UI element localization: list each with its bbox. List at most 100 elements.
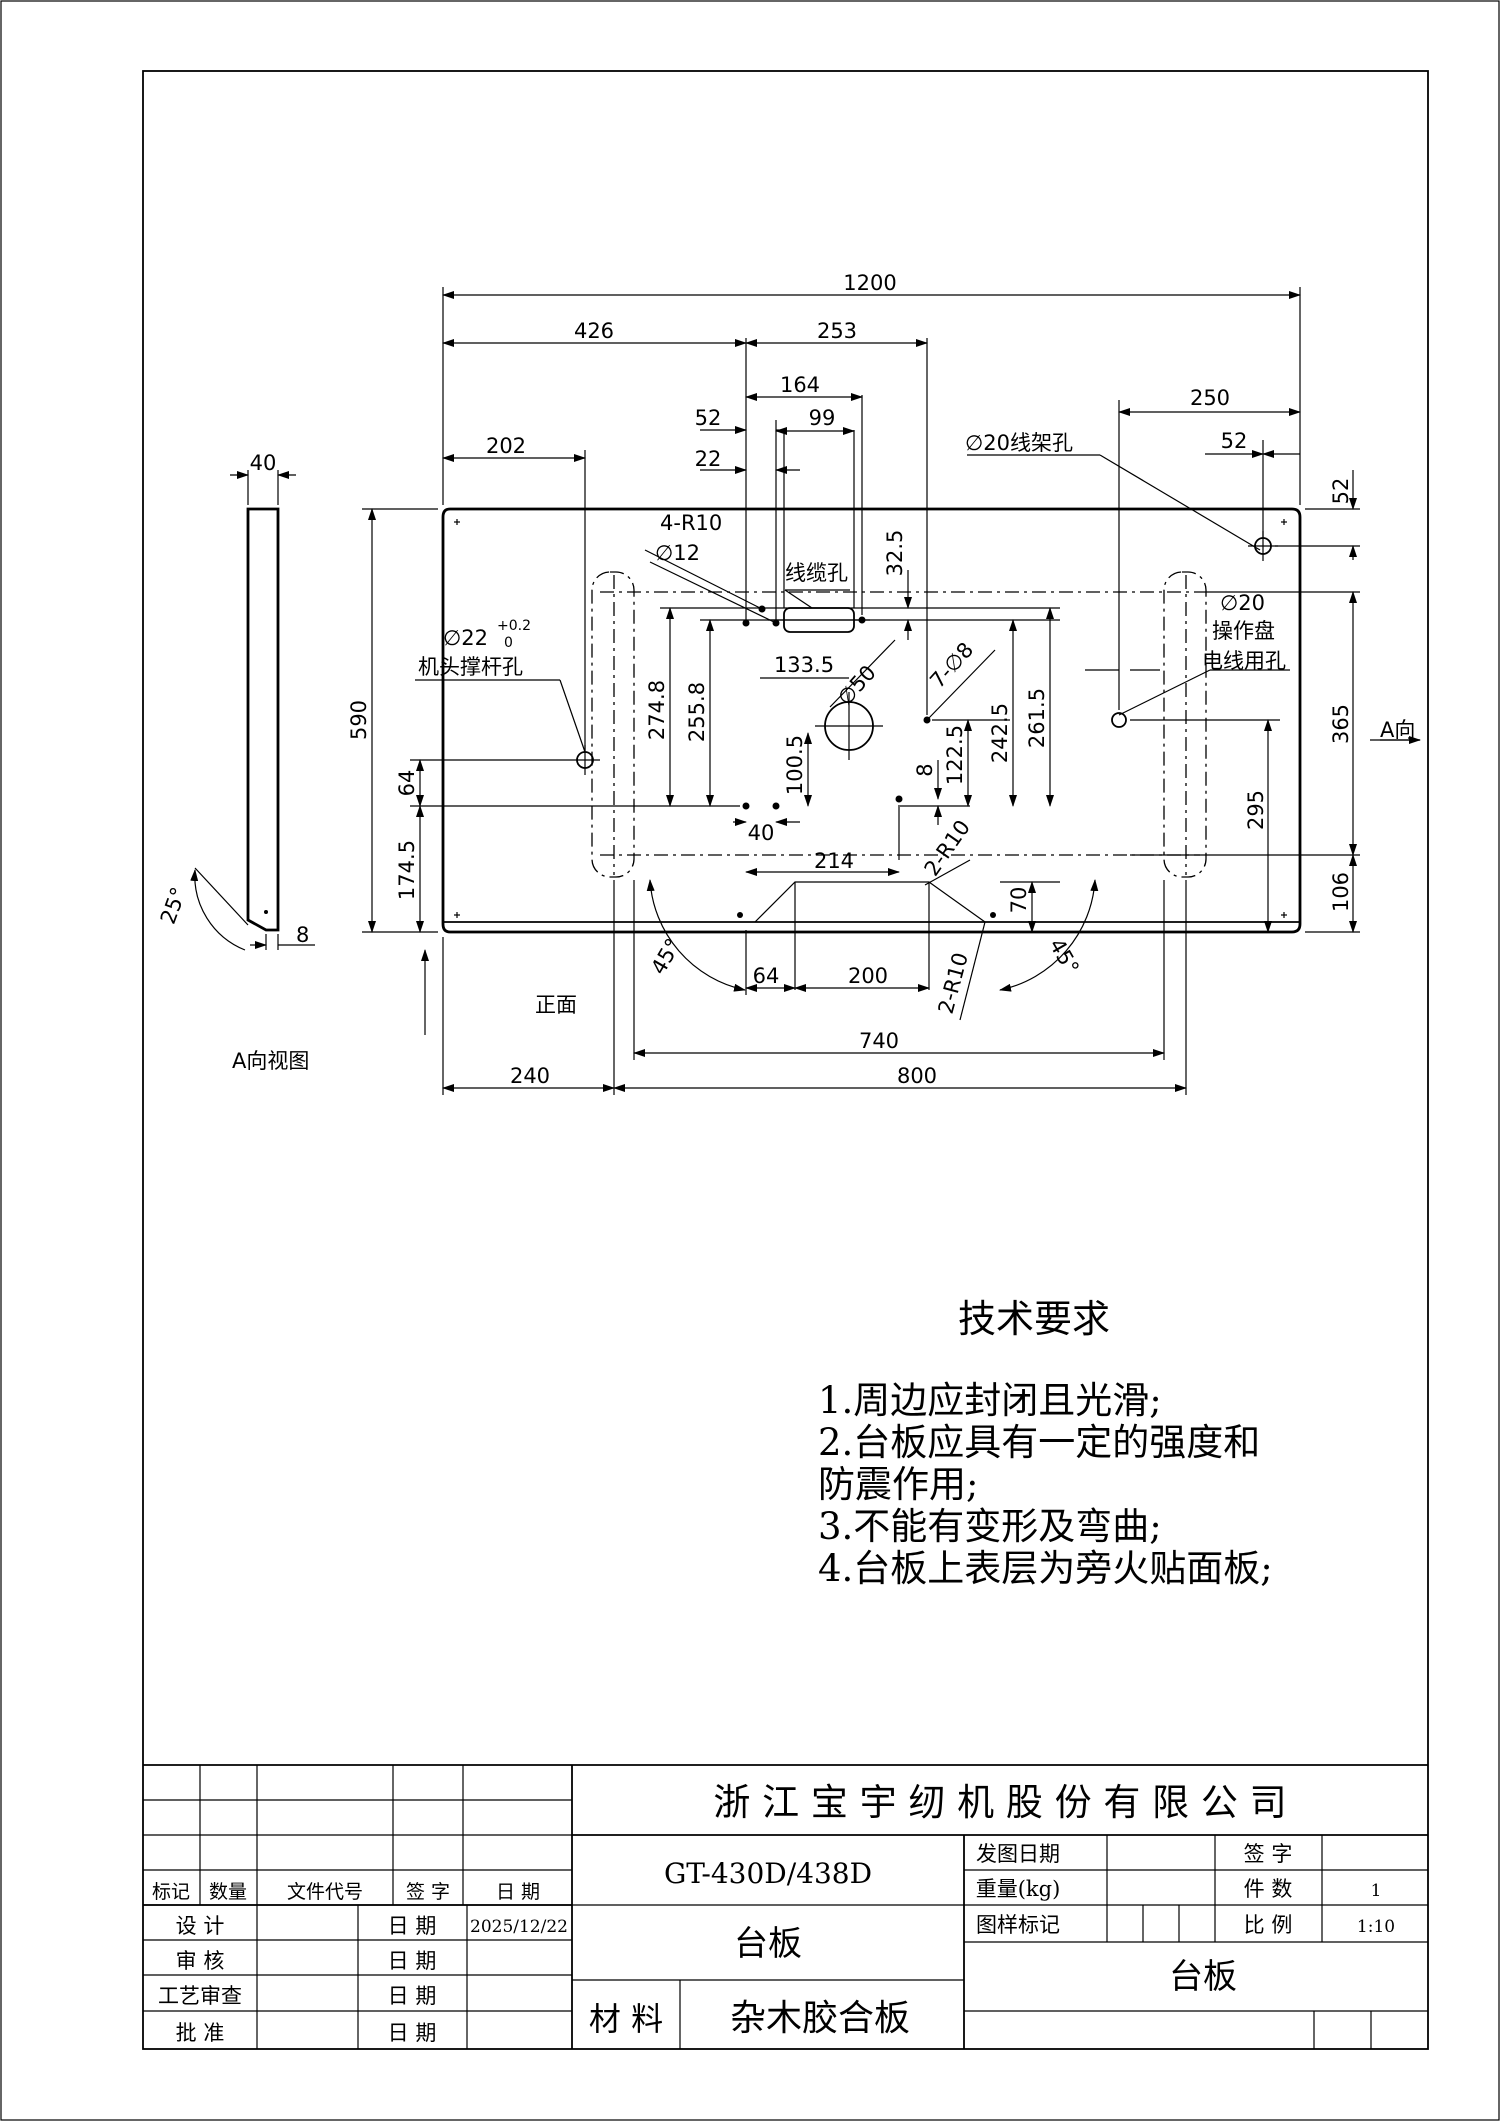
dim-52-top: 52 [695, 406, 722, 430]
dim-122-5: 122.5 [943, 725, 967, 785]
dim-365: 365 [1329, 704, 1353, 744]
dim-240: 240 [510, 1064, 550, 1088]
dim-99: 99 [809, 406, 836, 430]
a-direction-view: 40 8 25° A向视图 [156, 451, 315, 1073]
model-number: GT-430D/438D [664, 1857, 872, 1890]
dim-200: 200 [848, 964, 888, 988]
dim-106: 106 [1329, 872, 1353, 912]
title-block: 标记 数量 文件代号 签 字 日 期 设 计 审 核 工艺审查 批 准 日 期 … [143, 1764, 1428, 2049]
dim-32-5: 32.5 [883, 530, 907, 577]
radius-2-r10-bottom: 2-R10 [934, 950, 973, 1016]
header-mark: 标记 [152, 1881, 190, 1903]
dim-274-8: 274.8 [645, 680, 669, 740]
dim-64-vert: 64 [395, 770, 419, 797]
dim-253: 253 [817, 319, 857, 343]
label-a-view: A向视图 [232, 1049, 309, 1073]
dim-250: 250 [1190, 386, 1230, 410]
dim-740: 740 [859, 1029, 899, 1053]
dia-20-panel: ∅20 [1220, 591, 1265, 615]
radius-2-r10-top: 2-R10 [920, 816, 975, 881]
sign-label: 签 字 [1244, 1842, 1293, 1866]
dim-70: 70 [1007, 887, 1031, 914]
dim-242-5: 242.5 [988, 703, 1012, 763]
dia-50: ∅50 [833, 661, 881, 711]
header-file-code: 文件代号 [287, 1881, 363, 1903]
part-name: 台板 [734, 1924, 802, 1964]
weight-label: 重量(kg) [976, 1877, 1061, 1901]
dim-133-5: 133.5 [774, 653, 834, 677]
dim-164: 164 [780, 373, 820, 397]
dim-22: 22 [695, 447, 722, 471]
dim-800: 800 [897, 1064, 937, 1088]
material-label: 材 料 [589, 2000, 663, 2038]
label-wire-hole: 电线用孔 [1202, 649, 1286, 673]
dia-22: ∅22 [443, 626, 488, 650]
date-label-3: 日 期 [388, 1984, 437, 2008]
dim-52-right: 52 [1221, 429, 1248, 453]
requirement-3: 3.不能有变形及弯曲; [818, 1505, 1162, 1548]
design-date: 2025/12/22 [470, 1917, 568, 1937]
qty-label: 件 数 [1244, 1877, 1293, 1901]
dia-20-rack-hole: ∅20线架孔 [965, 431, 1073, 455]
requirements-title: 技术要求 [958, 1297, 1110, 1341]
hole-20-panel [1111, 712, 1127, 728]
dim-295: 295 [1244, 790, 1268, 830]
dim-202: 202 [486, 434, 526, 458]
date-label-4: 日 期 [388, 2021, 437, 2045]
dim-8: 8 [913, 763, 937, 776]
dim-40-mid: 40 [748, 821, 775, 845]
scale-value: 1:10 [1357, 1917, 1395, 1937]
angle-45-left: 45° [646, 934, 685, 978]
qty-value: 1 [1371, 1881, 1382, 1901]
label-a-direction: A向 [1380, 718, 1415, 742]
requirement-4: 4.台板上表层为旁火贴面板; [818, 1547, 1273, 1590]
dim-40-thickness: 40 [250, 451, 277, 475]
scale-label: 比 例 [1244, 1913, 1293, 1937]
dim-8-chamfer: 8 [296, 923, 309, 947]
dim-590: 590 [347, 700, 371, 740]
front-view: 1200 426 253 164 52 99 22 202 250 52 133… [347, 271, 1421, 1095]
dim-1200: 1200 [843, 271, 896, 295]
date-label-1: 日 期 [388, 1914, 437, 1938]
plate-outline [441, 507, 1302, 934]
drawing-mark-label: 图样标记 [976, 1913, 1060, 1937]
dim-174-5: 174.5 [395, 840, 419, 900]
sheet-border-inner [142, 70, 1429, 2050]
radius-4-r10: 4-R10 [660, 511, 722, 535]
dim-100-5: 100.5 [783, 735, 807, 795]
dim-214: 214 [814, 849, 854, 873]
role-approve: 批 准 [176, 2021, 225, 2045]
label-panel: 操作盘 [1212, 619, 1275, 643]
dia-7-8: 7-∅8 [925, 638, 978, 693]
role-process-review: 工艺审查 [158, 1984, 242, 2008]
dim-52-vert: 52 [1329, 478, 1353, 505]
technical-requirements: 技术要求 1.周边应封闭且光滑; 2.台板应具有一定的强度和 防震作用; 3.不… [818, 1297, 1273, 1590]
dim-64-bottom: 64 [753, 964, 780, 988]
header-date: 日 期 [496, 1881, 540, 1903]
dim-426: 426 [574, 319, 614, 343]
date-label-2: 日 期 [388, 1949, 437, 1973]
angle-25: 25° [156, 884, 191, 927]
tol-upper: +0.2 [497, 618, 531, 634]
role-review: 审 核 [176, 1949, 225, 1973]
role-design: 设 计 [176, 1914, 225, 1938]
requirement-2: 2.台板应具有一定的强度和 [818, 1421, 1260, 1464]
label-cable-hole: 线缆孔 [785, 561, 848, 585]
requirement-1: 1.周边应封闭且光滑; [818, 1379, 1162, 1422]
requirement-2-cont: 防震作用; [818, 1463, 978, 1506]
label-head-rod-hole: 机头撑杆孔 [418, 655, 523, 679]
company-name: 浙 江 宝 宇 纫 机 股 份 有 限 公 司 [713, 1781, 1286, 1824]
header-sign: 签 字 [406, 1881, 450, 1903]
material-value: 杂木胶合板 [730, 1998, 910, 2039]
header-qty: 数量 [209, 1881, 247, 1903]
tol-lower: 0 [504, 635, 513, 651]
issue-date-label: 发图日期 [976, 1842, 1060, 1866]
label-front: 正面 [535, 993, 577, 1017]
dim-261-5: 261.5 [1025, 688, 1049, 748]
angle-45-right: 45° [1044, 934, 1083, 978]
part-name-right: 台板 [1169, 1957, 1237, 1997]
dim-255-8: 255.8 [685, 682, 709, 742]
dia-12: ∅12 [655, 541, 700, 565]
